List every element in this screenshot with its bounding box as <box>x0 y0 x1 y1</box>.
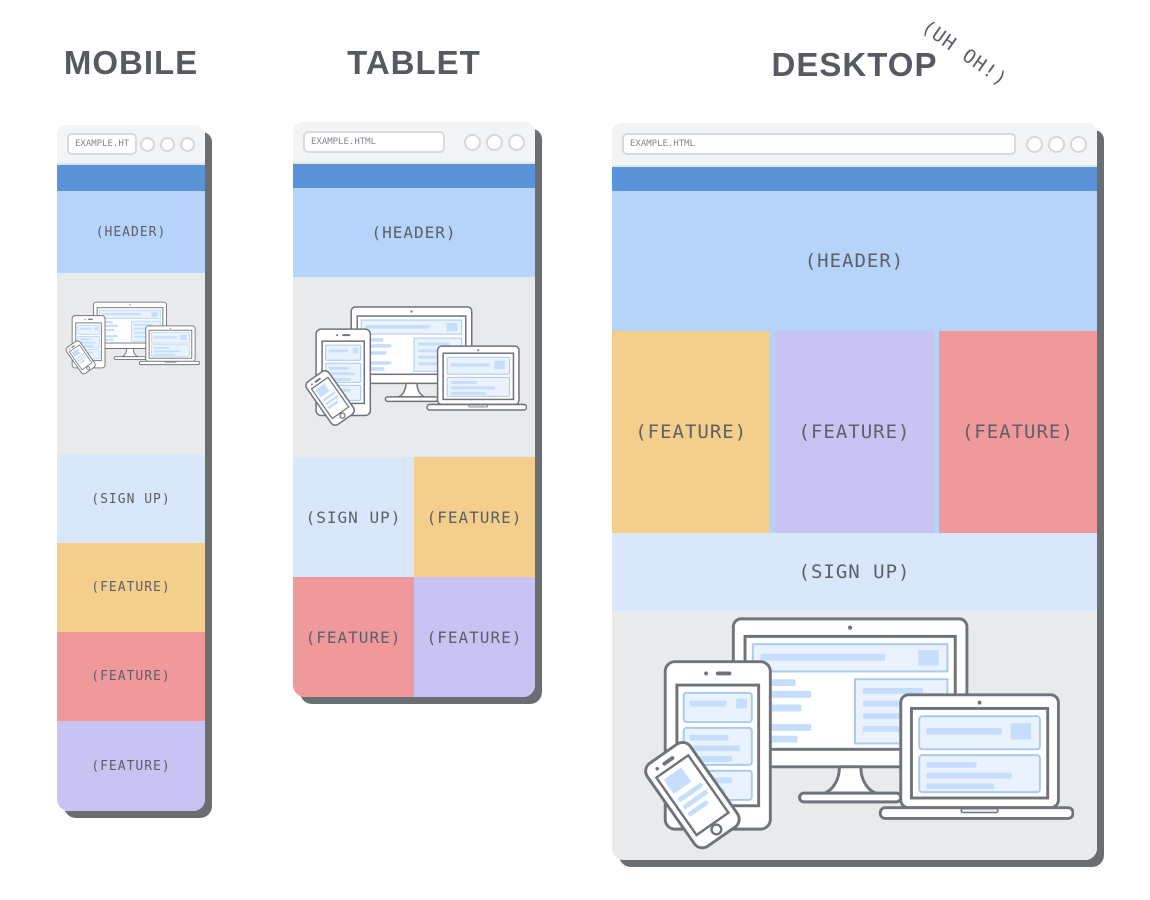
feature-section: (FEATURE) <box>612 331 771 533</box>
window-controls <box>1026 135 1087 153</box>
mobile-browser-window: EXAMPLE.HT (HEADER) (SIGN UP) (FEATURE) … <box>57 125 205 811</box>
hero-section <box>57 273 205 455</box>
window-control-dot[interactable] <box>1048 135 1065 153</box>
window-control-dot[interactable] <box>464 133 481 151</box>
window-control-dot[interactable] <box>486 133 503 151</box>
signup-section: (SIGN UP) <box>57 455 205 543</box>
feature-section: (FEATURE) <box>57 543 205 632</box>
window-control-dot[interactable] <box>140 136 155 152</box>
window-control-dot[interactable] <box>180 136 195 152</box>
feature-section: (FEATURE) <box>57 721 205 811</box>
responsive-devices-illustration <box>301 305 527 430</box>
responsive-devices-illustration <box>636 615 1074 856</box>
feature-section: (FEATURE) <box>57 632 205 721</box>
hero-section <box>293 277 535 457</box>
responsive-devices-illustration <box>63 301 200 377</box>
feature-section: (FEATURE) <box>293 577 414 697</box>
window-control-dot[interactable] <box>1070 135 1087 153</box>
window-control-dot[interactable] <box>160 136 175 152</box>
navbar-section <box>57 165 205 191</box>
header-section: (HEADER) <box>612 191 1097 331</box>
signup-section: (SIGN UP) <box>612 533 1097 611</box>
tablet-panel: TABLET EXAMPLE.HTML (HEADER) (SIGN UP) (… <box>293 44 535 697</box>
window-controls <box>464 133 525 151</box>
tablet-grid: (SIGN UP) (FEATURE) (FEATURE) (FEATURE) <box>293 457 535 697</box>
header-section: (HEADER) <box>293 188 535 277</box>
tablet-title: TABLET <box>347 44 481 81</box>
feature-section: (FEATURE) <box>414 457 535 577</box>
navbar-section <box>293 164 535 188</box>
desktop-panel: DESKTOP (UH OH!) EXAMPLE.HTML (HEADER) (… <box>612 16 1097 860</box>
url-field[interactable]: EXAMPLE.HTML <box>622 133 1016 155</box>
desktop-browser-window: EXAMPLE.HTML (HEADER) (FEATURE) (FEATURE… <box>612 123 1097 860</box>
feature-section: (FEATURE) <box>938 331 1097 533</box>
feature-section: (FEATURE) <box>414 577 535 697</box>
mobile-title: MOBILE <box>63 44 199 81</box>
tablet-browser-window: EXAMPLE.HTML (HEADER) (SIGN UP) (FEATURE… <box>293 122 535 697</box>
tablet-titlebar: EXAMPLE.HTML <box>293 122 535 164</box>
desktop-title: DESKTOP <box>771 46 938 83</box>
header-section: (HEADER) <box>57 191 205 273</box>
url-field[interactable]: EXAMPLE.HTML <box>303 131 445 153</box>
navbar-section <box>612 167 1097 191</box>
mobile-titlebar: EXAMPLE.HT <box>57 125 205 165</box>
hero-section <box>612 611 1097 860</box>
window-control-dot[interactable] <box>508 133 525 151</box>
desktop-titlebar: EXAMPLE.HTML <box>612 123 1097 167</box>
signup-section: (SIGN UP) <box>293 457 414 577</box>
window-controls <box>140 136 195 152</box>
window-control-dot[interactable] <box>1026 135 1043 153</box>
url-field[interactable]: EXAMPLE.HT <box>67 133 138 155</box>
desktop-feature-row: (FEATURE) (FEATURE) (FEATURE) <box>612 331 1097 533</box>
mobile-panel: MOBILE EXAMPLE.HT (HEADER) (SIGN UP) (FE… <box>57 44 205 811</box>
feature-section: (FEATURE) <box>775 331 934 533</box>
